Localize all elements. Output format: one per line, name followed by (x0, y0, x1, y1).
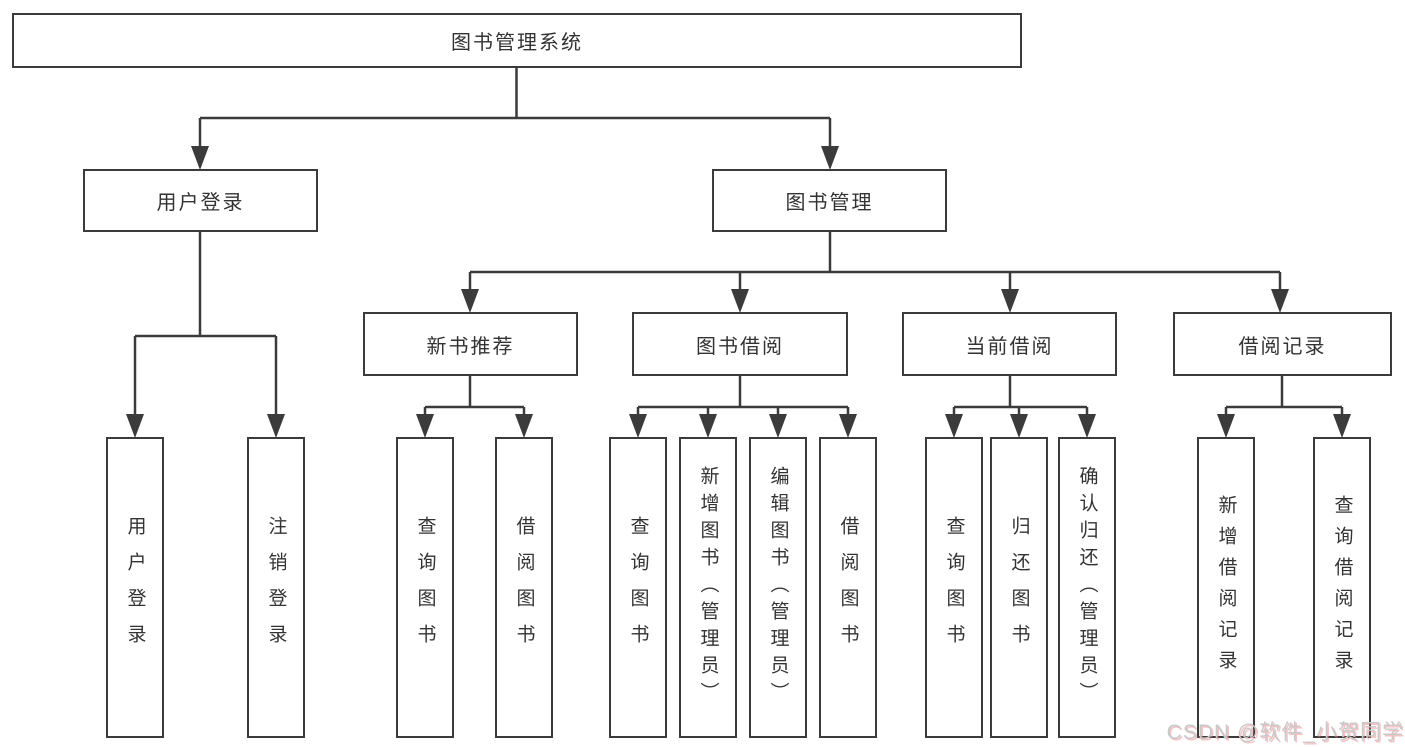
arrowhead (461, 289, 479, 313)
arrowhead (629, 414, 647, 438)
leaf-label: 归还图书 (1008, 515, 1030, 660)
leaf-confirm-return-admin: 确认归还（管理员） (1058, 437, 1116, 738)
arrowhead (1217, 414, 1235, 438)
connector-line (1224, 376, 1344, 418)
leaf-label: 确认归还（管理员） (1076, 466, 1098, 709)
arrowhead (416, 414, 434, 438)
leaf-edit-books-admin: 编辑图书（管理员） (749, 437, 807, 738)
arrowhead (945, 414, 963, 438)
leaf-label: 查询图书 (627, 515, 649, 660)
leaf-label: 借阅图书 (837, 515, 859, 660)
arrowhead (821, 146, 839, 170)
connector-line (952, 376, 1089, 418)
node-label: 用户登录 (156, 192, 245, 214)
arrowhead (515, 414, 533, 438)
arrowhead (1001, 289, 1019, 313)
node-new-book-recommend: 新书推荐 (363, 312, 578, 376)
leaf-add-books-admin: 新增图书（管理员） (679, 437, 737, 738)
node-label: 图书管理系统 (451, 32, 583, 54)
connector-line (423, 376, 526, 418)
arrowhead (126, 414, 144, 438)
connector-lines (133, 68, 1344, 418)
leaf-borrow-books: 借阅图书 (819, 437, 877, 738)
csdn-watermark: CSDN @软件_小贺同学 (1166, 721, 1404, 744)
leaf-label: 新增借阅记录 (1215, 494, 1237, 681)
arrowhead (191, 146, 209, 170)
leaf-label: 查询图书 (943, 515, 965, 660)
leaf-query-books-newrec: 查询图书 (396, 437, 454, 738)
leaf-label: 用户登录 (124, 515, 146, 660)
node-label: 图书借阅 (696, 335, 784, 358)
node-label: 借阅记录 (1238, 335, 1327, 358)
leaf-label: 借阅图书 (513, 515, 535, 660)
leaf-label: 查询图书 (414, 515, 436, 660)
connector-line (198, 68, 832, 150)
leaf-label: 新增图书（管理员） (697, 466, 719, 709)
connector-line (133, 232, 278, 418)
leaf-label: 查询借阅记录 (1331, 494, 1353, 681)
node-book-management: 图书管理 (712, 169, 947, 232)
node-library-management-system: 图书管理系统 (12, 13, 1022, 68)
node-label: 新书推荐 (426, 335, 515, 358)
node-current-borrow: 当前借阅 (902, 312, 1117, 376)
leaf-add-borrow-record: 新增借阅记录 (1197, 437, 1255, 738)
arrowhead (1333, 414, 1351, 438)
leaf-query-books-current: 查询图书 (925, 437, 983, 738)
node-book-borrow: 图书借阅 (632, 312, 848, 376)
arrowhead (267, 414, 285, 438)
connector-line (636, 375, 850, 418)
arrowhead (1271, 289, 1289, 313)
leaf-label: 编辑图书（管理员） (767, 466, 789, 709)
leaf-borrow-books-newrec: 借阅图书 (495, 437, 553, 738)
arrowhead (769, 414, 787, 438)
connector-line (468, 232, 1282, 292)
node-label: 图书管理 (785, 192, 874, 214)
node-borrow-records: 借阅记录 (1173, 312, 1392, 376)
arrowhead (839, 414, 857, 438)
leaf-query-books-borrow: 查询图书 (609, 437, 667, 738)
node-user-login: 用户登录 (83, 169, 318, 232)
arrowhead (1010, 414, 1028, 438)
arrowhead (1078, 414, 1096, 438)
arrowheads (126, 146, 1351, 438)
leaf-label: 注销登录 (265, 515, 287, 660)
arrowhead (731, 289, 749, 313)
leaf-return-books: 归还图书 (990, 437, 1048, 738)
arrowhead (699, 414, 717, 438)
leaf-query-borrow-record: 查询借阅记录 (1313, 437, 1371, 738)
node-label: 当前借阅 (965, 335, 1054, 358)
leaf-logout: 注销登录 (247, 437, 305, 738)
leaf-user-login: 用户登录 (106, 437, 164, 738)
